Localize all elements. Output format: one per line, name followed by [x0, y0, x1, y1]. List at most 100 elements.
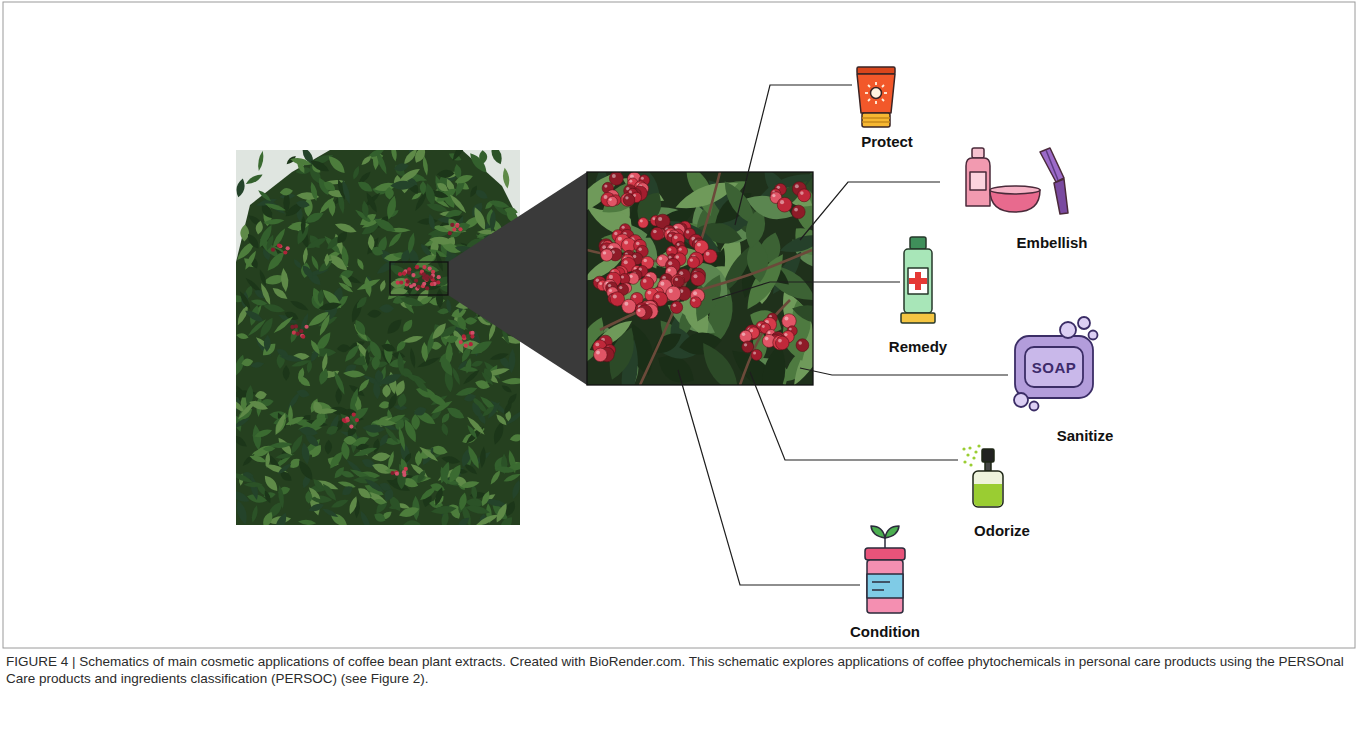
- illustration-part: [800, 182, 940, 240]
- illustration-part: [462, 334, 466, 338]
- zoom-frame: [587, 172, 813, 385]
- illustration-part: [613, 294, 617, 298]
- illustration-part: [305, 490, 312, 504]
- illustration-part: [297, 367, 306, 383]
- illustration-part: [691, 271, 705, 285]
- application-label: Sanitize: [1057, 427, 1114, 444]
- icon-text: SOAP: [1032, 359, 1077, 376]
- illustration-part: [304, 325, 308, 329]
- illustration-part: [638, 218, 648, 228]
- illustration-part: [884, 92, 887, 94]
- illustration-part: [393, 162, 410, 173]
- illustration-part: [339, 469, 355, 479]
- illustration-part: [972, 148, 984, 158]
- illustration-part: [901, 313, 935, 323]
- illustration-part: [300, 442, 311, 465]
- illustration-part: [621, 275, 624, 278]
- illustration-part: [288, 405, 293, 426]
- illustration-part: [272, 511, 290, 525]
- illustration-part: [623, 194, 635, 206]
- illustration-part: [865, 548, 905, 560]
- illustration-part: [455, 224, 459, 228]
- illustration-part: [308, 449, 321, 456]
- illustration-part: [383, 339, 393, 364]
- illustration-part: [452, 227, 456, 231]
- illustration-part: [326, 153, 348, 176]
- illustration-part: [677, 243, 680, 246]
- illustration-part: [691, 271, 705, 285]
- illustration-part: [285, 414, 306, 427]
- illustration-part: [356, 485, 373, 501]
- illustration-part: [594, 348, 608, 362]
- illustration-part: [310, 255, 321, 271]
- illustration-part: [302, 247, 308, 265]
- illustration-part: [619, 286, 622, 289]
- application-label: Odorize: [974, 522, 1030, 539]
- illustration-part: [872, 589, 884, 591]
- illustration-part: [374, 498, 387, 506]
- illustration-part: [792, 205, 805, 218]
- illustration-part: [481, 404, 496, 418]
- illustration-part: [502, 400, 514, 416]
- illustration-part: [751, 349, 762, 360]
- illustration-part: [459, 340, 463, 344]
- illustration-part: [666, 286, 681, 301]
- illustration-part: [367, 234, 375, 251]
- illustration-part: [463, 392, 477, 403]
- illustration-part: [470, 401, 484, 419]
- illustration-part: [382, 487, 396, 502]
- illustration-part: [355, 418, 359, 422]
- illustration-part: [257, 150, 265, 171]
- illustration-part: [502, 167, 511, 189]
- illustration-part: [406, 280, 410, 284]
- illustration-part: [985, 462, 991, 471]
- illustration-part: [479, 490, 491, 508]
- zoomed-berries-photo: [587, 172, 813, 385]
- illustration-part: [640, 220, 643, 223]
- illustration-part: [624, 241, 628, 245]
- illustration-part: [295, 388, 310, 399]
- illustration-part: [1046, 150, 1058, 180]
- illustration-part: [411, 273, 415, 277]
- illustration-part: [969, 463, 972, 466]
- illustration-part: [262, 302, 286, 315]
- illustration-part: [417, 218, 438, 226]
- illustration-part: [865, 92, 868, 94]
- illustration-part: [450, 366, 461, 386]
- illustration-part: [963, 460, 966, 463]
- illustration-part: [450, 223, 454, 227]
- illustration-part: [868, 99, 870, 101]
- illustration-part: [288, 433, 305, 456]
- illustration-part: [651, 227, 664, 240]
- illustration-part: [271, 285, 290, 302]
- illustration-part: [777, 197, 792, 212]
- illustration-part: [398, 272, 402, 276]
- illustration-part: [340, 484, 355, 498]
- illustration-part: [358, 509, 373, 525]
- illustration-part: [251, 424, 262, 451]
- illustration-part: [264, 249, 287, 273]
- illustration-part: [412, 283, 416, 287]
- ointment-icon: [901, 237, 935, 323]
- illustration-part: [314, 408, 338, 415]
- illustration-part: [396, 352, 405, 377]
- illustration-part: [629, 180, 632, 183]
- illustration-part: [675, 278, 678, 281]
- illustration-part: [342, 418, 346, 422]
- illustration-part: [600, 250, 812, 330]
- figure-frame: [3, 2, 1355, 648]
- illustration-part: [503, 472, 520, 484]
- soap-icon: [1014, 317, 1098, 411]
- illustration-part: [402, 473, 406, 477]
- illustration-part: [429, 235, 454, 246]
- illustration-part: [857, 74, 895, 113]
- illustration-part: [750, 372, 958, 460]
- illustration-part: [489, 351, 510, 361]
- illustration-part: [638, 248, 641, 251]
- illustration-part: [462, 368, 482, 386]
- illustration-part: [1060, 322, 1076, 338]
- illustration-part: [241, 357, 254, 367]
- illustration-part: [509, 433, 520, 443]
- figure-caption: FIGURE 4 | Schematics of main cosmetic a…: [6, 653, 1350, 687]
